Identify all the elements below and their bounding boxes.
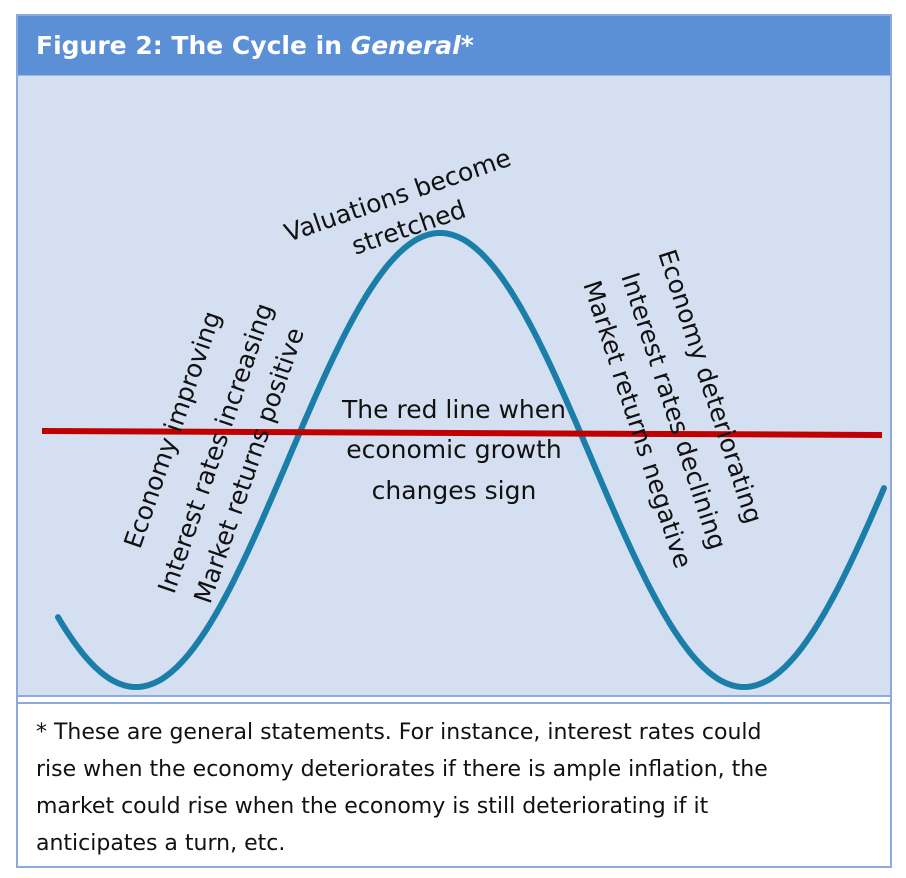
red-line-text-2: economic growth xyxy=(346,435,562,464)
footnote-line: anticipates a turn, etc. xyxy=(36,831,286,856)
footnote-line: rise when the economy deteriorates if th… xyxy=(36,757,768,782)
footnote: * These are general statements. For inst… xyxy=(18,702,890,866)
falling-phase-labels: Economy deteriorating Interest rates dec… xyxy=(577,246,768,572)
rising-phase-labels: Economy improving Interest rates increas… xyxy=(118,299,310,607)
figure-container: Figure 2: The Cycle in General* Valuatio… xyxy=(16,14,892,868)
figure-header: Figure 2: The Cycle in General* xyxy=(18,16,890,75)
footnote-line: market could rise when the economy is st… xyxy=(36,794,709,819)
cycle-diagram: Valuations become stretched Economy impr… xyxy=(41,143,887,690)
figure-title: Figure 2: The Cycle in xyxy=(36,31,351,60)
red-line-text-3: changes sign xyxy=(372,476,537,505)
zero-growth-line xyxy=(41,428,883,438)
red-line-text-1: The red line when xyxy=(341,395,566,424)
cycle-curve xyxy=(55,230,887,690)
figure-title-emphasis: General* xyxy=(350,31,474,60)
red-line-explanation: The red line when economic growth change… xyxy=(341,395,566,505)
footnote-line: * These are general statements. For inst… xyxy=(36,720,762,745)
diagram-panel: Valuations become stretched Economy impr… xyxy=(18,75,890,697)
